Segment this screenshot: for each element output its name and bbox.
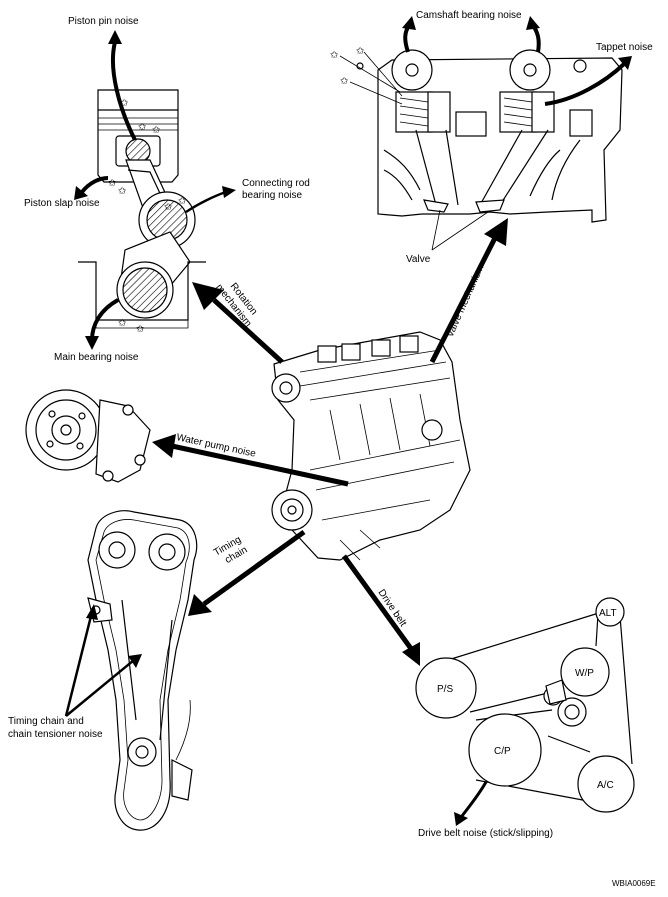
drive-belt-noise-arrowhead <box>454 812 468 826</box>
piston-assembly-illustration <box>78 89 206 329</box>
ac-pulley <box>577 755 635 813</box>
main-bearing-noise-label: Main bearing noise <box>54 352 139 363</box>
valve-mechanism-arrow <box>429 234 499 364</box>
wp-pulley <box>560 647 610 697</box>
cylinder-head-illustration <box>356 49 623 223</box>
timing-chain-illustration <box>87 510 198 831</box>
drive-belt-arrow <box>341 554 415 652</box>
ps-label: P/S <box>437 684 453 695</box>
figure-code: WBIA0069E <box>612 879 656 888</box>
drive-belt-layout <box>415 597 635 813</box>
ps-pulley <box>415 657 477 719</box>
rotation-mechanism-arrowhead <box>192 282 224 310</box>
svg-text:✩: ✩ <box>108 178 117 189</box>
piston-slap-arrow <box>80 176 109 194</box>
camshaft-bearing-noise-label: Camshaft bearing noise <box>416 10 522 21</box>
valve-label: Valve <box>406 254 431 265</box>
noise-point-stars-piston: ✩ ✩ ✩ ✩ ✩ ✩ ✩ ✩ ✩ <box>108 98 187 335</box>
svg-text:✩: ✩ <box>340 76 349 87</box>
piston-slap-noise-label: Piston slap noise <box>24 198 100 209</box>
svg-text:✩: ✩ <box>136 324 145 335</box>
rotation-mechanism-arrow <box>212 298 284 364</box>
valve-mechanism-label-group: Valve mechanism <box>445 263 487 339</box>
alt-pulley <box>595 597 625 627</box>
timing-label-group: Timing chain <box>212 534 249 566</box>
svg-text:✩: ✩ <box>138 122 147 133</box>
camshaft-right-arrowhead <box>526 16 540 30</box>
cp-label: C/P <box>494 746 511 757</box>
svg-text:✩: ✩ <box>152 125 161 136</box>
valve-mechanism-arrowhead <box>484 218 508 246</box>
main-bearing-arrowhead <box>85 336 99 350</box>
connecting-rod-label-line2: bearing noise <box>242 190 302 201</box>
camshaft-left-arrowhead <box>402 16 416 30</box>
svg-text:✩: ✩ <box>118 318 127 329</box>
drive-belt-noise-arrow <box>460 781 488 817</box>
valve-pointer-lines <box>431 209 489 251</box>
drive-belt-arrowhead <box>402 642 420 666</box>
piston-pin-noise-label: Piston pin noise <box>68 16 139 27</box>
water-pump-arrow <box>171 443 349 487</box>
mechanism-arrows <box>152 218 508 666</box>
wp-label: W/P <box>575 668 594 679</box>
piston-slap-arrowhead <box>74 186 88 200</box>
svg-text:✩: ✩ <box>118 186 127 197</box>
tappet-noise-arrow <box>544 62 626 106</box>
timing-chain-pointer-2-head <box>128 654 142 668</box>
piston-pin-noise-arrow <box>110 41 137 141</box>
water-pump-arrowhead <box>152 434 176 458</box>
timing-chain-pointer-1 <box>64 611 94 717</box>
svg-text:✩: ✩ <box>356 46 365 57</box>
connecting-rod-label-line1: Connecting rod <box>242 178 310 189</box>
timing-chain-noise-label-line2: chain tensioner noise <box>8 729 103 740</box>
alt-label: ALT <box>599 608 617 619</box>
timing-chain-arrowhead <box>188 594 212 616</box>
water-pump-illustration <box>25 389 151 483</box>
svg-text:✩: ✩ <box>330 50 339 61</box>
connecting-rod-arrowhead <box>222 186 236 198</box>
timing-chain-arrow <box>202 529 306 607</box>
timing-chain-pointer-2 <box>65 659 135 717</box>
ac-label: A/C <box>597 780 614 791</box>
svg-text:✩: ✩ <box>120 98 129 109</box>
valve-mechanism-label: Valve mechanism <box>445 263 487 339</box>
noise-point-stars-valvetrain: ✩ ✩ ✩ <box>330 46 365 87</box>
tappet-noise-arrowhead <box>618 56 632 70</box>
piston-pin-arrowhead <box>108 30 122 44</box>
engine-block-illustration <box>271 331 471 561</box>
cp-pulley <box>468 713 542 787</box>
timing-chain-pointer-1-head <box>86 604 98 620</box>
connecting-rod-noise-arrow <box>185 190 227 214</box>
tappet-noise-label: Tappet noise <box>596 42 653 53</box>
svg-text:✩: ✩ <box>178 196 187 207</box>
timing-chain-noise-label-line1: Timing chain and <box>8 716 84 727</box>
svg-text:✩: ✩ <box>164 202 173 213</box>
star-leader-lines <box>339 51 403 105</box>
drive-belt-noise-label: Drive belt noise (stick/slipping) <box>418 828 553 839</box>
